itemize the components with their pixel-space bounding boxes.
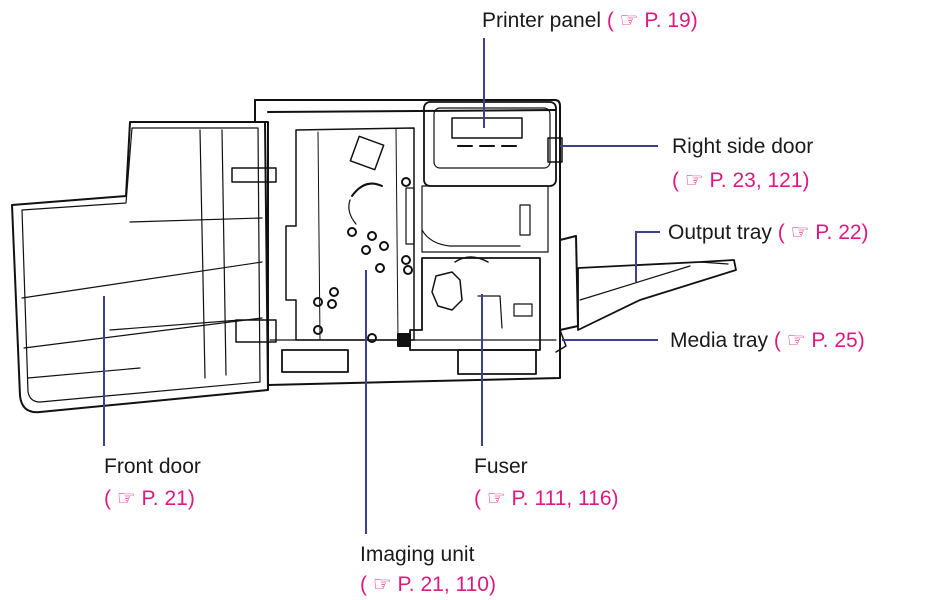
fuser-ref-line: ( ☞ P. 111, 116) [474, 486, 619, 511]
fuser-page-ref[interactable]: ( ☞ P. 111, 116) [474, 487, 619, 510]
label-imaging-unit: Imaging unit [360, 542, 474, 567]
pointing-hand-icon: ☞ [786, 329, 806, 352]
pointing-hand-icon: ☞ [486, 487, 506, 510]
label-printer-panel-name: Printer panel [482, 9, 602, 32]
label-right-side-door-name: Right side door [672, 135, 814, 158]
pointing-hand-icon: ☞ [372, 573, 392, 596]
pointing-hand-icon: ☞ [619, 9, 639, 32]
right-side-door-page-ref[interactable]: ( ☞ P. 23, 121) [672, 169, 810, 192]
printer-body-drawing [254, 99, 563, 386]
label-fuser-name: Fuser [474, 455, 528, 478]
label-output-tray: Output tray ( ☞ P. 22) [668, 220, 869, 245]
output-tray-page-ref[interactable]: ( ☞ P. 22) [777, 221, 869, 244]
callout-output-tray [635, 231, 660, 282]
output-tray-drawing [555, 235, 737, 353]
label-right-side-door: Right side door [672, 134, 813, 159]
pointing-hand-icon: ☞ [790, 221, 810, 244]
label-fuser: Fuser [474, 454, 528, 479]
label-front-door: Front door [104, 454, 201, 479]
label-media-tray-name: Media tray [670, 329, 769, 352]
label-imaging-unit-name: Imaging unit [360, 543, 475, 566]
label-front-door-name: Front door [104, 455, 201, 478]
label-media-tray: Media tray ( ☞ P. 25) [670, 328, 865, 353]
printer-panel-page-ref[interactable]: ( ☞ P. 19) [606, 9, 698, 32]
imaging-unit-ref-line: ( ☞ P. 21, 110) [360, 572, 496, 597]
media-tray-page-ref[interactable]: ( ☞ P. 25) [773, 329, 865, 352]
front-door-drawing [11, 121, 277, 414]
callout-lines [103, 38, 660, 534]
right-side-door-ref-line: ( ☞ P. 23, 121) [672, 168, 810, 193]
front-door-ref-line: ( ☞ P. 21) [104, 486, 195, 511]
label-output-tray-name: Output tray [668, 221, 772, 244]
label-printer-panel: Printer panel ( ☞ P. 19) [482, 8, 698, 33]
imaging-unit-page-ref[interactable]: ( ☞ P. 21, 110) [360, 573, 496, 596]
pointing-hand-icon: ☞ [684, 169, 704, 192]
pointing-hand-icon: ☞ [116, 487, 136, 510]
front-door-page-ref[interactable]: ( ☞ P. 21) [104, 487, 195, 510]
